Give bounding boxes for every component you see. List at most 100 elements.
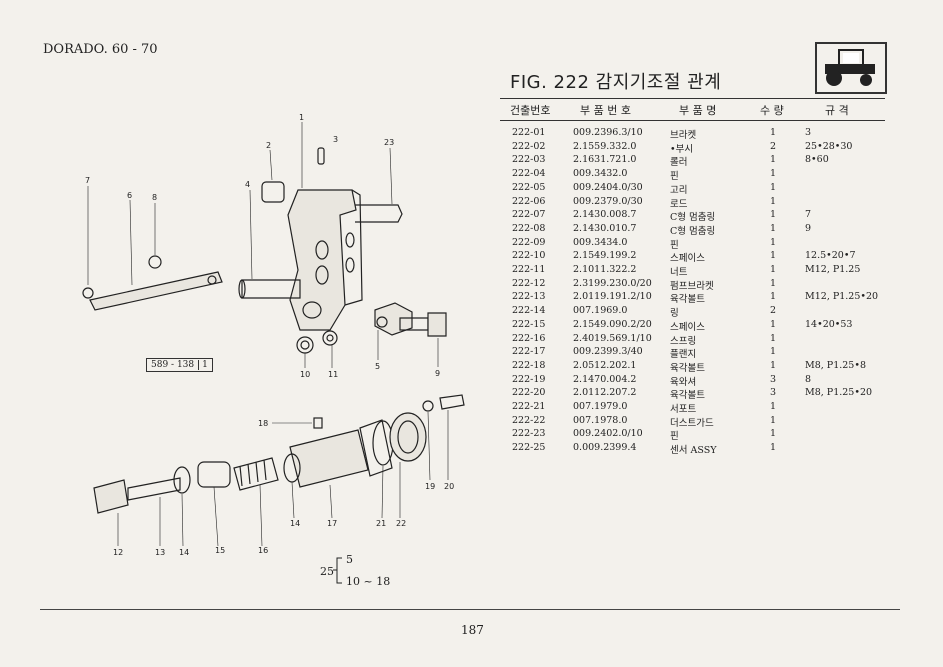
callout-5: 5	[375, 362, 380, 371]
part-name: 로드	[670, 198, 688, 210]
callout-22: 22	[396, 519, 406, 528]
model-name: DORADO. 60 - 70	[43, 42, 158, 57]
callout-15: 15	[215, 546, 225, 555]
part-name: C형 멈춤링	[670, 225, 716, 237]
callout-9: 9	[435, 369, 440, 378]
quantity: 1	[770, 359, 777, 371]
ref-number: 222-06	[512, 195, 546, 207]
part-number: 2.1470.004.2	[573, 373, 637, 385]
part-number: 009.3432.0	[573, 168, 628, 180]
footer-rule	[40, 609, 900, 610]
spec: M12, P1.25	[805, 264, 861, 275]
ref-number: 222-11	[512, 264, 546, 275]
quantity: 1	[770, 250, 777, 262]
part-number: 2.1430.008.7	[573, 209, 637, 221]
part-number: 007.1978.0	[573, 414, 628, 426]
ref-number: 222-16	[512, 332, 546, 344]
ref-number: 222-01	[512, 127, 546, 138]
spec: 12.5•20•7	[805, 250, 856, 262]
ref-number: 222-23	[512, 428, 546, 440]
quantity: 2	[770, 305, 777, 317]
part-name: 핀	[670, 431, 679, 443]
part-name: 육와셔	[670, 376, 697, 388]
quantity: 1	[770, 442, 777, 454]
callout-2: 2	[266, 141, 271, 150]
part-number: 009.2404.0/30	[573, 181, 643, 193]
callout-18: 18	[258, 419, 268, 428]
part-name: 센서 ASSY	[670, 445, 717, 457]
ref-number: 222-02	[512, 140, 546, 152]
part-name: 브라켓	[670, 130, 697, 141]
spec: M12, P1.25•20	[805, 291, 879, 303]
quantity: 1	[770, 414, 777, 426]
col-header-partno: 부 품 번 호	[580, 104, 631, 117]
col-header-partname: 부 품 명	[679, 104, 717, 117]
part-number: 007.1969.0	[573, 305, 628, 317]
quantity: 1	[770, 277, 777, 289]
part-number: 009.3434.0	[573, 236, 628, 248]
table-header-rule	[500, 120, 885, 121]
part-name: 육각볼트	[670, 294, 705, 306]
quantity: 1	[770, 195, 777, 207]
quantity: 1	[770, 318, 777, 330]
part-name: 스페이스	[670, 253, 705, 265]
part-name: 롤러	[670, 157, 688, 169]
ref-number: 222-19	[512, 373, 546, 385]
ref-number: 222-12	[512, 277, 546, 289]
part-name: 핀	[670, 239, 679, 251]
part-name: 핀	[670, 171, 679, 183]
ref-number: 222-25	[512, 442, 546, 454]
spec: 8•60	[805, 154, 829, 166]
part-number: 2.1430.010.7	[573, 222, 637, 234]
quantity: 1	[770, 181, 777, 193]
quantity: 1	[770, 154, 777, 166]
ref-number: 222-14	[512, 305, 546, 317]
reference-qty: 1	[198, 360, 208, 370]
part-number: 009.2396.3/10	[573, 127, 643, 138]
part-name: 서포트	[670, 404, 697, 415]
quantity: 1	[770, 236, 777, 248]
quantity: 1	[770, 127, 777, 138]
callout-10: 10	[300, 370, 310, 379]
part-name: 링	[670, 308, 679, 320]
part-name: 너트	[670, 267, 688, 278]
callout-23: 23	[384, 138, 394, 147]
callout-21: 21	[376, 519, 386, 528]
part-number: 2.1549.090.2/20	[573, 318, 652, 330]
quantity: 1	[770, 168, 777, 180]
spec: 8	[805, 373, 812, 385]
part-name: 플랜지	[670, 349, 697, 361]
ref-number: 222-20	[512, 387, 546, 399]
callout-4: 4	[245, 180, 250, 189]
part-number: 2.1011.322.2	[573, 264, 637, 275]
quantity: 1	[770, 332, 777, 344]
ref-number: 222-18	[512, 359, 546, 371]
part-number: 2.4019.569.1/10	[573, 332, 652, 344]
quantity: 1	[770, 291, 777, 303]
quantity: 3	[770, 387, 777, 399]
ref-number: 222-04	[512, 168, 546, 180]
quantity: 2	[770, 140, 777, 152]
part-name: 고리	[670, 184, 688, 196]
part-name: 육각볼트	[670, 390, 705, 402]
spec: M8, P1.25•20	[805, 387, 873, 399]
assembly-note-line2: 10 ~ 18	[346, 575, 391, 588]
ref-number: 222-05	[512, 181, 546, 193]
ref-number: 222-21	[512, 401, 546, 412]
part-number: 0.009.2399.4	[573, 442, 637, 454]
page-number: 187	[461, 623, 484, 637]
callout-14a: 14	[179, 548, 189, 557]
ref-number: 222-09	[512, 236, 546, 248]
part-number: 2.0112.207.2	[573, 387, 637, 399]
exploded-diagram: 1 2 3 23 4 7 6 8 5 9 10 11 18 19 20 12 1…	[82, 113, 465, 584]
part-name: C형 멈춤링	[670, 212, 716, 224]
spec: 7	[805, 209, 812, 221]
ref-number: 222-10	[512, 250, 546, 262]
part-number: 2.1631.721.0	[573, 154, 637, 166]
assembly-note-line1: 5	[346, 553, 353, 566]
callout-11: 11	[328, 370, 338, 379]
quantity: 1	[770, 428, 777, 440]
quantity: 3	[770, 373, 777, 385]
